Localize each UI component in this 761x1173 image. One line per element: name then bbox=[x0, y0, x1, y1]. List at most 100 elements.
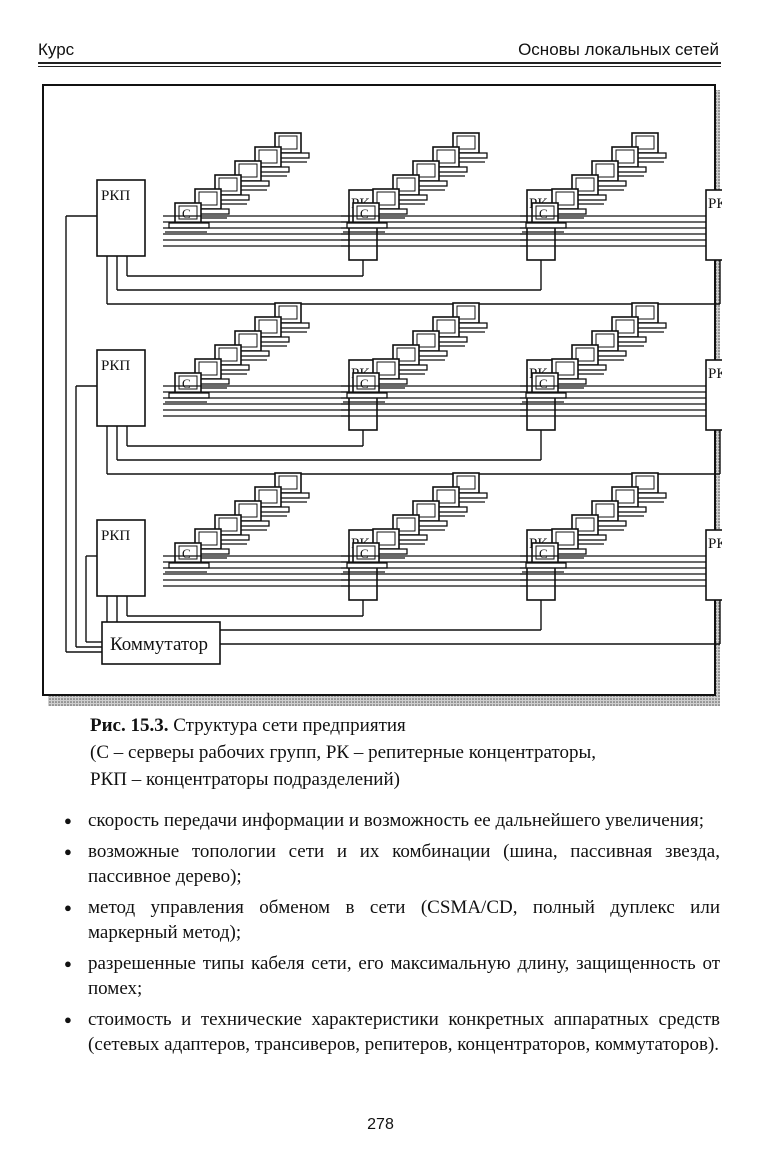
caption-legend-2: РКП – концентраторы подразделений) bbox=[90, 769, 400, 790]
server-label: С bbox=[182, 206, 191, 221]
rk-label: РК bbox=[708, 196, 722, 212]
monitor-screen bbox=[456, 135, 476, 150]
caption-title: Структура сети предприятия bbox=[173, 715, 406, 736]
monitor-screen bbox=[555, 531, 575, 546]
list-item: стоимость и технические характеристики к… bbox=[62, 1007, 720, 1057]
monitor-screen bbox=[635, 305, 655, 320]
workstation-computer bbox=[363, 358, 408, 389]
rkp-label: РКП bbox=[101, 188, 130, 204]
monitor-screen bbox=[198, 191, 218, 206]
page-number: 278 bbox=[367, 1116, 394, 1133]
workstation-computer bbox=[602, 146, 647, 177]
monitor-screen bbox=[258, 149, 278, 164]
monitor-screen bbox=[595, 163, 615, 178]
monitor-screen bbox=[575, 177, 595, 192]
monitor-screen bbox=[416, 163, 436, 178]
system-unit bbox=[346, 562, 388, 569]
rk-label: РК bbox=[708, 536, 722, 552]
monitor-screen bbox=[635, 475, 655, 490]
system-unit bbox=[346, 222, 388, 229]
monitor-screen bbox=[218, 347, 238, 362]
workstation-computer bbox=[542, 528, 587, 559]
server-label: С bbox=[360, 376, 369, 391]
monitor-screen bbox=[575, 347, 595, 362]
server-computer: С bbox=[343, 202, 388, 233]
workgroup: С РК bbox=[520, 472, 722, 601]
monitor-screen bbox=[456, 475, 476, 490]
system-unit bbox=[168, 392, 210, 399]
monitor-screen bbox=[278, 305, 298, 320]
monitor-screen bbox=[218, 177, 238, 192]
rkp-hub bbox=[96, 349, 146, 427]
monitor-screen bbox=[238, 333, 258, 348]
workgroup: СРК bbox=[163, 132, 378, 261]
system-unit bbox=[525, 562, 567, 569]
monitor-screen bbox=[198, 361, 218, 376]
monitor-screen bbox=[436, 149, 456, 164]
workgroup: СРК bbox=[163, 302, 378, 431]
workstation-computer bbox=[205, 174, 250, 205]
system-unit bbox=[525, 222, 567, 229]
department-row: РКПСРКСРКСРК bbox=[96, 472, 722, 645]
monitor-screen bbox=[258, 489, 278, 504]
list-item: скорость передачи информации и возможнос… bbox=[62, 808, 720, 833]
monitor-screen bbox=[376, 191, 396, 206]
department-row: РКПСРКСРКСРК bbox=[96, 302, 722, 475]
monitor-screen bbox=[436, 319, 456, 334]
caption-legend-1: (С – серверы рабочих групп, РК – репитер… bbox=[90, 742, 596, 763]
list-item: возможные топологии сети и их комбинации… bbox=[62, 839, 720, 889]
server-label: С bbox=[539, 206, 548, 221]
monitor-screen bbox=[198, 531, 218, 546]
server-label: С bbox=[360, 206, 369, 221]
monitor-screen bbox=[595, 333, 615, 348]
rkp-label: РКП bbox=[101, 528, 130, 544]
caption-number: Рис. 15.3. bbox=[90, 715, 169, 736]
monitor-screen bbox=[416, 333, 436, 348]
monitor-screen bbox=[238, 503, 258, 518]
system-unit bbox=[168, 562, 210, 569]
switch-box bbox=[101, 621, 221, 665]
monitor-screen bbox=[436, 489, 456, 504]
monitor-screen bbox=[615, 489, 635, 504]
server-label: С bbox=[182, 546, 191, 561]
system-unit bbox=[525, 392, 567, 399]
header-rule bbox=[38, 62, 721, 64]
server-label: С bbox=[360, 546, 369, 561]
header-course: Курс bbox=[38, 40, 75, 59]
workgroup: С РК bbox=[520, 132, 722, 261]
system-unit bbox=[168, 222, 210, 229]
monitor-screen bbox=[615, 149, 635, 164]
monitor-screen bbox=[416, 503, 436, 518]
monitor-screen bbox=[376, 361, 396, 376]
monitor-screen bbox=[396, 347, 416, 362]
server-label: С bbox=[539, 546, 548, 561]
rk-label: РК bbox=[708, 366, 722, 382]
server-label: С bbox=[539, 376, 548, 391]
requirements-list: скорость передачи информации и возможнос… bbox=[62, 808, 720, 1063]
department-row: РКПСРКСРКСРК bbox=[96, 132, 722, 305]
monitor-screen bbox=[376, 531, 396, 546]
header-rule-thin bbox=[38, 66, 721, 67]
monitor-screen bbox=[278, 475, 298, 490]
monitor-screen bbox=[396, 517, 416, 532]
list-item: метод управления обменом в сети (CSMA/CD… bbox=[62, 895, 720, 945]
server-computer: С bbox=[522, 372, 567, 403]
network-diagram: РКПСРКСРКСРКРКПСРКСРКСРКРКПСРКСРКСРККомм… bbox=[42, 84, 722, 706]
server-label: С bbox=[182, 376, 191, 391]
monitor-screen bbox=[575, 517, 595, 532]
monitor-screen bbox=[396, 177, 416, 192]
monitor-screen bbox=[238, 163, 258, 178]
rkp-hub bbox=[96, 519, 146, 597]
workstation-computer bbox=[383, 344, 428, 375]
monitor-screen bbox=[635, 135, 655, 150]
rkp-hub bbox=[96, 179, 146, 257]
monitor-screen bbox=[456, 305, 476, 320]
workstation-computer bbox=[225, 160, 270, 191]
monitor-screen bbox=[555, 191, 575, 206]
figure-caption: Рис. 15.3. Структура сети предприятия (С… bbox=[90, 712, 710, 793]
header-title: Основы локальных сетей bbox=[518, 40, 719, 59]
monitor-screen bbox=[555, 361, 575, 376]
monitor-screen bbox=[615, 319, 635, 334]
rkp-label: РКП bbox=[101, 358, 130, 374]
monitor-screen bbox=[278, 135, 298, 150]
